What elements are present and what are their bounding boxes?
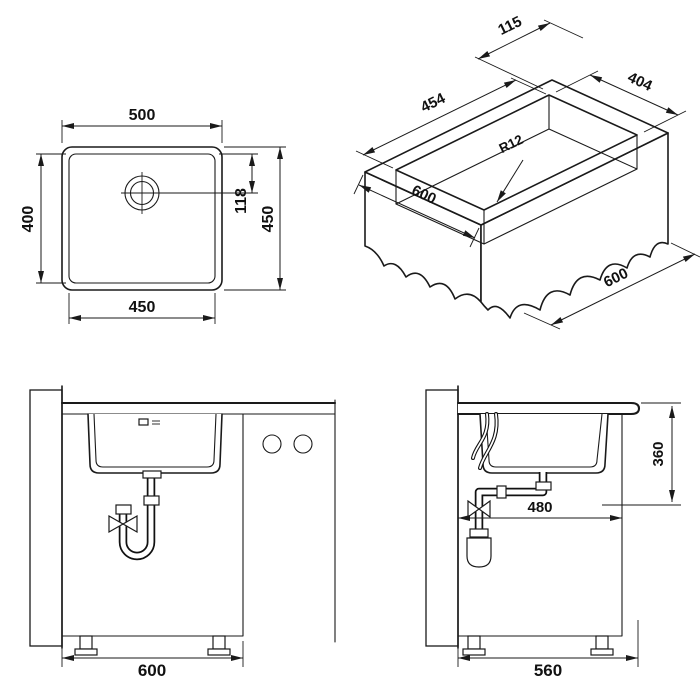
radius-leader-line — [496, 159, 524, 203]
brick-wall — [425, 389, 459, 647]
pipe-nut — [496, 485, 507, 499]
dim-cabinet-depth-560: 560 — [457, 620, 639, 680]
sink-bowl-outer — [87, 413, 223, 474]
plan-view: 500 450 400 118 450 — [20, 107, 286, 324]
iso-view: 115 454 404 R12 600 600 — [353, 13, 700, 330]
drain-trap-assembly — [108, 470, 162, 561]
dim-inner-width: 450 — [68, 293, 216, 324]
drain-flange — [142, 470, 162, 479]
dim-label-454: 454 — [418, 90, 449, 117]
dim-label-360: 360 — [650, 441, 667, 466]
dim-ledge-115: 115 — [474, 13, 584, 90]
sink-bowl-outer — [479, 413, 609, 474]
valve-symbol — [108, 514, 125, 534]
foot — [467, 635, 481, 650]
dim-label-400: 400 — [20, 206, 37, 233]
dim-inner-depth: 400 — [20, 153, 66, 284]
dim-label-118: 118 — [233, 188, 250, 214]
foot-base — [462, 648, 486, 656]
dim-drain-offset: 118 — [161, 153, 258, 214]
pipe-nut — [115, 504, 132, 515]
foot — [212, 635, 226, 650]
foot-base — [74, 648, 98, 656]
dim-cabinet-width-600: 600 — [61, 641, 244, 680]
sink-bowl-edge — [68, 153, 216, 284]
cabinet-feet — [462, 635, 614, 656]
foot — [595, 635, 609, 650]
pipe-nut — [143, 495, 160, 506]
dim-outer-depth: 450 — [224, 146, 286, 291]
sink-outer-rim — [61, 146, 223, 291]
foot — [79, 635, 93, 650]
dim-label-500: 500 — [129, 107, 156, 124]
dim-label-115: 115 — [495, 13, 524, 39]
dim-label-450-bottom: 450 — [129, 299, 156, 316]
front-view: 600 — [29, 385, 337, 680]
dim-outer-width: 500 — [61, 107, 223, 143]
foot-base — [590, 648, 614, 656]
sink-bowl-inner — [93, 413, 217, 468]
control-knob — [293, 434, 313, 454]
dim-label-404: 404 — [625, 69, 655, 95]
supply-hoses — [471, 412, 499, 470]
pipe-nut — [469, 528, 489, 538]
control-knob — [262, 434, 282, 454]
dim-label-480: 480 — [527, 499, 552, 516]
side-view: 360 480 560 — [425, 385, 681, 680]
valve-symbol — [477, 499, 491, 519]
countertop-profile — [456, 401, 641, 416]
bottle-trap — [466, 537, 492, 568]
pipe-nut — [535, 481, 552, 491]
brick-wall — [29, 389, 63, 647]
valve-symbol — [121, 514, 138, 534]
drain-trap-assembly-side — [466, 472, 552, 568]
brand-mark — [138, 418, 160, 426]
dim-label-600-front: 600 — [138, 661, 166, 680]
dim-label-560: 560 — [534, 661, 562, 680]
dim-height-360: 360 — [602, 402, 681, 506]
dim-label-450-right: 450 — [260, 206, 277, 233]
foot-base — [207, 648, 231, 656]
valve-symbol — [467, 499, 481, 519]
dim-clear-depth-480: 480 — [458, 499, 622, 521]
cabinet-feet — [74, 635, 231, 656]
sink-bowl-inner — [485, 413, 603, 468]
